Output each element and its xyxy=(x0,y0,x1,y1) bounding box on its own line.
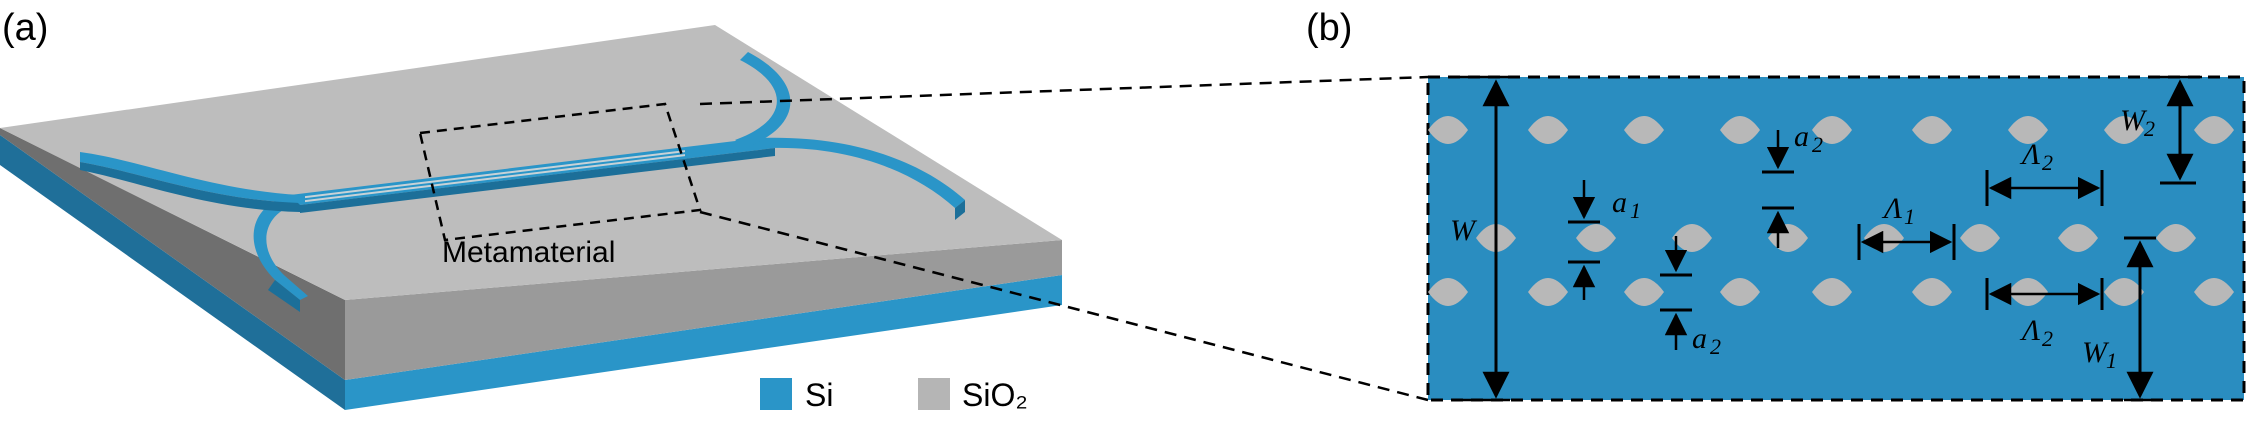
dim-a1-label: a xyxy=(1612,186,1627,219)
dim-w1: W 1 xyxy=(2082,236,2156,402)
metamaterial-hole xyxy=(1624,116,1664,144)
dim-lambda2-bottom-subscript: 2 xyxy=(2042,326,2053,351)
dim-lambda1-label: Λ xyxy=(1881,192,1902,225)
chip-3d-structure: Metamaterial xyxy=(0,25,1062,410)
dim-lambda2-bottom: Λ 2 xyxy=(1985,278,2104,351)
metamaterial-hole xyxy=(2104,116,2144,144)
dim-w-label: W xyxy=(1450,214,1478,247)
dim-a1: a 1 xyxy=(1568,180,1641,300)
dim-lambda2-top: Λ 2 xyxy=(1985,138,2104,206)
oxide-left-side xyxy=(0,128,345,380)
metamaterial-hole xyxy=(2008,116,2048,144)
dim-lambda1-subscript: 1 xyxy=(1904,204,1915,229)
metamaterial-region-box xyxy=(418,102,702,242)
legend-sio2-swatch xyxy=(918,378,950,410)
metamaterial-hole xyxy=(2156,224,2196,252)
dim-w2-label: W xyxy=(2120,104,2148,137)
metamaterial-hole xyxy=(2194,116,2234,144)
metamaterial-hole xyxy=(1960,224,2000,252)
metamaterial-hole xyxy=(2058,224,2098,252)
metamaterial-hole xyxy=(1528,278,1568,306)
dim-lambda2-top-subscript: 2 xyxy=(2042,150,2053,175)
dim-a2-bottom-label: a xyxy=(1692,322,1707,355)
metamaterial-hole xyxy=(1812,278,1852,306)
waveguide-arm-left xyxy=(80,152,300,203)
zoom-line-bottom xyxy=(699,210,1429,402)
dim-lambda2-bottom-label: Λ xyxy=(2019,314,2040,347)
panel-a-label: (a) xyxy=(2,7,48,49)
waveguide-bend-top-right xyxy=(735,52,791,148)
dim-lambda1: Λ 1 xyxy=(1857,192,1956,260)
metamaterial-hole xyxy=(1720,116,1760,144)
legend-si-swatch xyxy=(760,378,792,410)
metamaterial-hole xyxy=(1672,224,1712,252)
dim-w1-label: W xyxy=(2082,336,2110,369)
metamaterial-hole xyxy=(2194,278,2234,306)
metamaterial-hole xyxy=(1812,116,1852,144)
metamaterial-label: Metamaterial xyxy=(442,236,615,269)
dim-w: W xyxy=(1450,75,1510,402)
metamaterial-hole xyxy=(1528,116,1568,144)
waveguide-bend-bottom-left xyxy=(253,195,308,300)
metamaterial-hole xyxy=(1428,116,1468,144)
panel-b-label: (b) xyxy=(1306,7,1352,49)
legend-si-label: Si xyxy=(805,377,833,413)
substrate-si-left-side xyxy=(0,135,345,410)
metamaterial-hole xyxy=(1720,278,1760,306)
waveguide-arm-right xyxy=(760,137,965,208)
oxide-front-side xyxy=(345,240,1062,380)
dim-a2-bottom-subscript: 2 xyxy=(1710,334,1721,359)
metamaterial-hole xyxy=(1428,278,1468,306)
metamaterial-hole xyxy=(1624,278,1664,306)
dim-a2-top-label: a xyxy=(1794,120,1809,153)
metamaterial-hole xyxy=(1912,116,1952,144)
substrate-si-front-side xyxy=(345,275,1062,410)
legend: Si SiO₂ xyxy=(760,377,1028,413)
dim-a1-subscript: 1 xyxy=(1630,198,1641,223)
dim-w2-subscript: 2 xyxy=(2144,116,2155,141)
dim-a2-bottom: a 2 xyxy=(1660,236,1721,359)
metamaterial-hole xyxy=(1912,278,1952,306)
zoom-line-top xyxy=(699,75,1429,106)
dim-w2: W 2 xyxy=(2120,75,2202,185)
dim-lambda2-top-label: Λ xyxy=(2019,138,2040,171)
metamaterial-hole xyxy=(1576,224,1616,252)
legend-sio2-label: SiO₂ xyxy=(962,377,1028,413)
dim-a2-top: a 2 xyxy=(1762,120,1823,248)
metamaterial-holes xyxy=(305,150,685,203)
metamaterial-cell-border xyxy=(1426,75,2246,402)
dim-w1-subscript: 1 xyxy=(2106,348,2117,373)
dim-a2-top-subscript: 2 xyxy=(1812,132,1823,157)
